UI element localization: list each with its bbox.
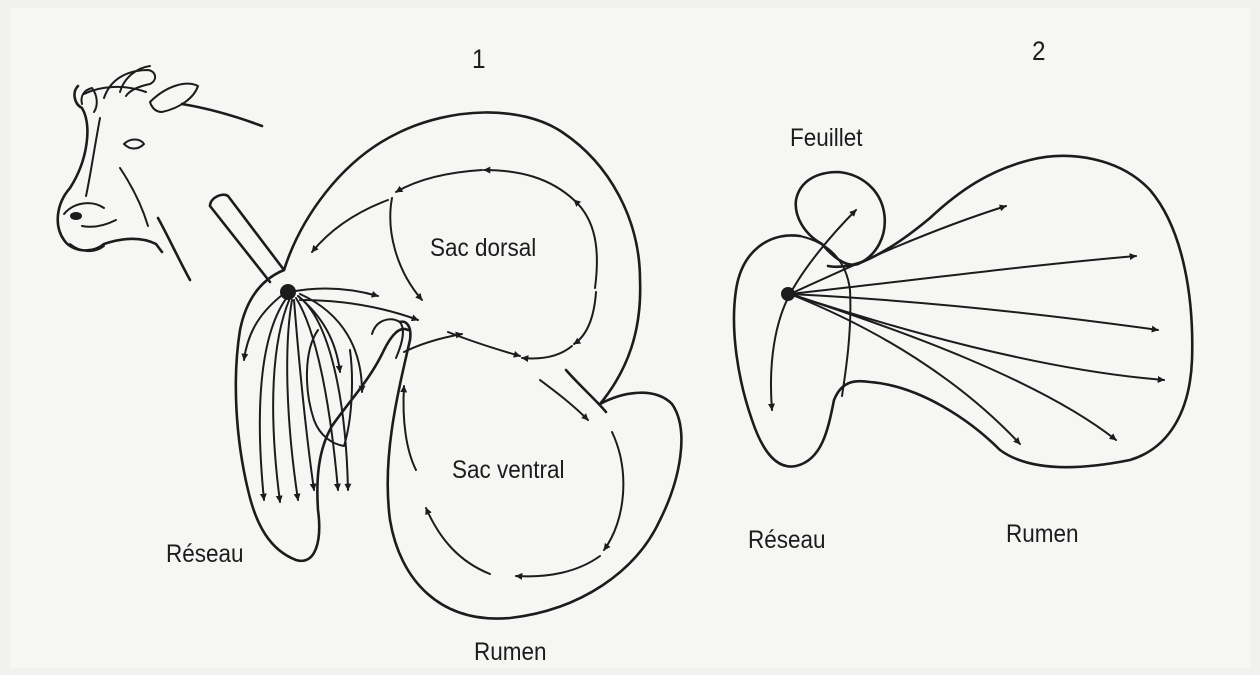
flow-arrow bbox=[404, 386, 417, 470]
cow-horn bbox=[104, 70, 155, 98]
panel-1-number: 1 bbox=[472, 44, 486, 75]
panel-2-number: 2 bbox=[1032, 36, 1046, 67]
flow-arrow bbox=[390, 198, 422, 300]
panel-1 bbox=[210, 112, 681, 618]
reseau-inner-fold bbox=[800, 236, 850, 396]
label-sac-ventral: Sac ventral bbox=[452, 456, 565, 485]
feuillet-outline bbox=[796, 172, 885, 265]
label-reseau-1: Réseau bbox=[166, 540, 244, 569]
cow-eye bbox=[124, 140, 144, 149]
flow-arrow bbox=[516, 556, 600, 576]
label-reseau-2: Réseau bbox=[748, 526, 826, 555]
label-feuillet: Feuillet bbox=[790, 124, 863, 153]
flow-arrow bbox=[484, 170, 574, 200]
pillar-fold bbox=[372, 319, 403, 358]
cow-back-line bbox=[182, 104, 262, 126]
cow-mouth bbox=[82, 220, 116, 227]
cow-neck-line bbox=[158, 218, 190, 280]
cow-head-outline bbox=[58, 86, 162, 252]
flow-arrow bbox=[574, 292, 596, 344]
cow-cheek bbox=[120, 168, 148, 226]
esophagus bbox=[210, 195, 284, 282]
flow-arrow bbox=[396, 170, 482, 192]
panel-2 bbox=[734, 156, 1192, 467]
flow-arrow bbox=[312, 200, 388, 252]
cow-nostril bbox=[70, 212, 82, 220]
rumen-outline bbox=[284, 112, 681, 618]
flow-arrow bbox=[294, 300, 314, 490]
cow-head-drawing bbox=[58, 66, 262, 280]
dorsal-sac-arrows bbox=[312, 170, 597, 359]
cardia-arrows bbox=[290, 289, 588, 420]
flow-arrow bbox=[404, 334, 462, 352]
panel-2-arrows bbox=[771, 206, 1164, 444]
flow-arrow bbox=[790, 294, 1020, 444]
flow-arrow bbox=[574, 200, 597, 288]
label-sac-dorsal: Sac dorsal bbox=[430, 234, 536, 263]
label-rumen-2: Rumen bbox=[1006, 520, 1079, 549]
flow-arrow bbox=[522, 346, 572, 359]
label-rumen-1: Rumen bbox=[474, 638, 547, 667]
cardia-origin-dot bbox=[280, 284, 296, 300]
cow-muzzle-top bbox=[64, 203, 104, 214]
cow-ear bbox=[150, 84, 198, 112]
flow-arrow bbox=[426, 508, 490, 574]
reseau-outline bbox=[236, 270, 408, 561]
reseau-arrows bbox=[244, 292, 362, 502]
flow-arrow bbox=[604, 432, 623, 550]
reseau-origin-dot bbox=[781, 287, 795, 301]
flow-arrow bbox=[771, 294, 790, 410]
reseau-outline-2 bbox=[734, 156, 1192, 467]
